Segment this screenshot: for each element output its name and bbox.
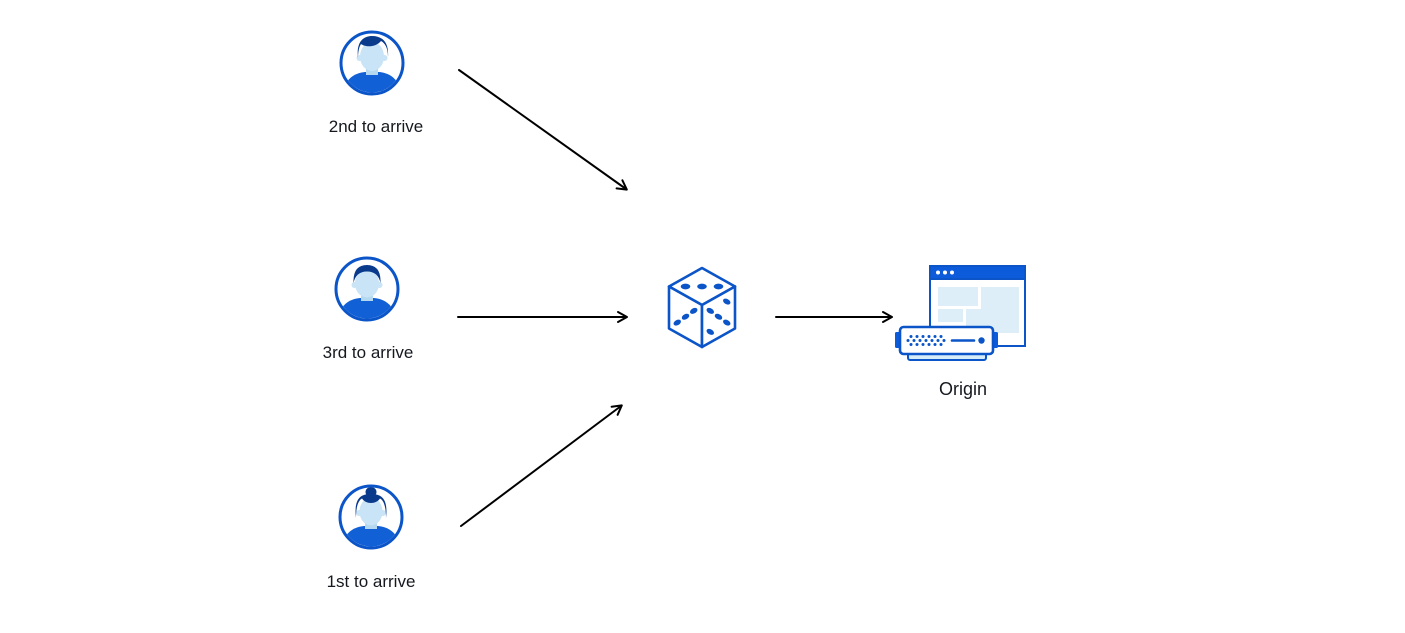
visitor-1st-label: 1st to arrive [326,572,416,591]
user-avatar-man-icon [334,256,400,322]
visitor-2nd-label: 2nd to arrive [328,117,424,136]
dice-icon [667,266,737,349]
origin-label: Origin [938,379,987,399]
server-icon [895,325,998,361]
origin-server-icon [895,265,1026,361]
user-avatar-man-icon [339,30,405,96]
visitor-3rd-label: 3rd to arrive [322,343,414,362]
user-avatar-woman-icon [338,484,404,550]
arrow-visitor-2nd-to-dice [458,69,628,191]
arrow-visitor-1st-to-dice [460,404,623,527]
